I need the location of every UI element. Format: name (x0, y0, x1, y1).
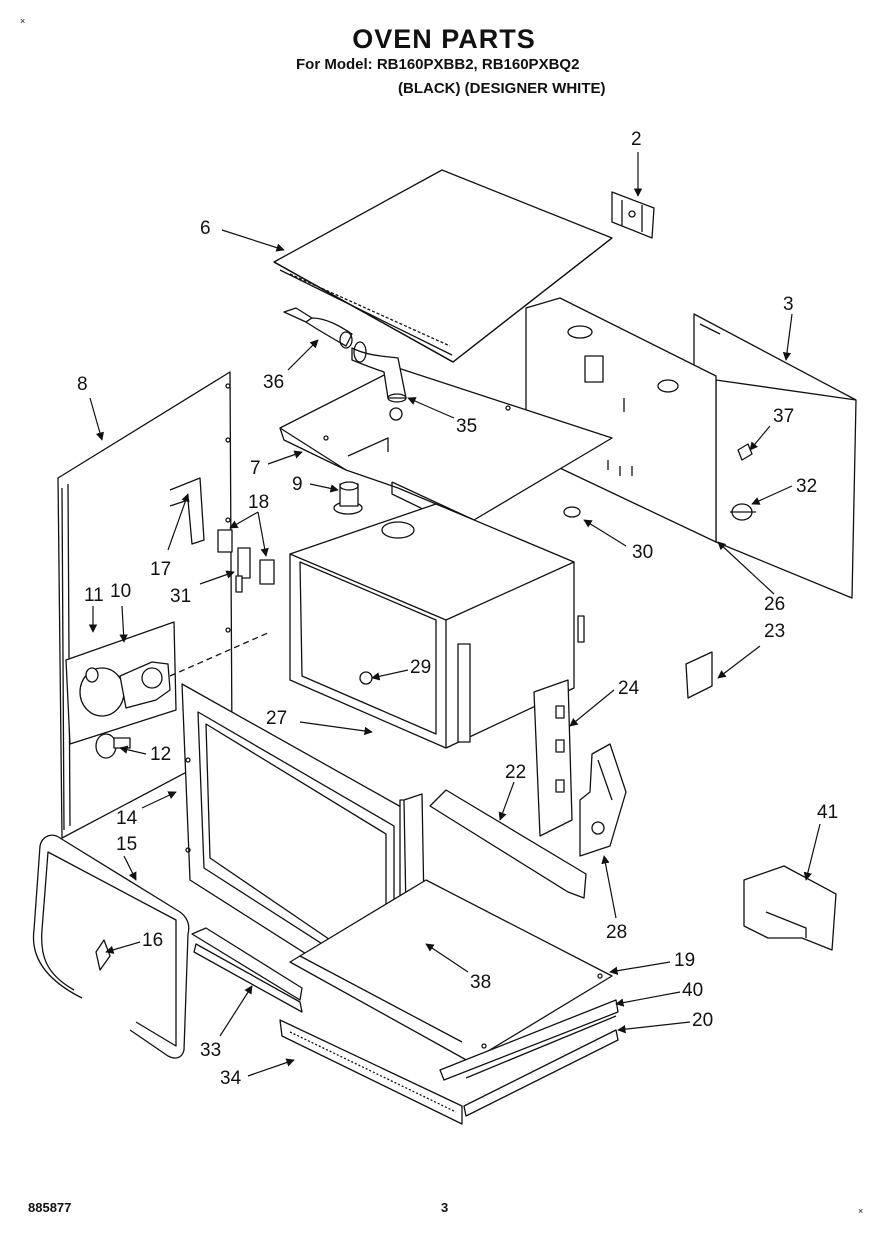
part-light-lens (85, 667, 99, 683)
callout-labels: 2 6 3 36 35 37 8 7 9 32 18 30 17 31 26 1… (77, 129, 838, 1089)
callout-7: 7 (250, 458, 261, 479)
callout-33: 33 (200, 1040, 221, 1061)
diagram-title: OVEN PARTS (352, 24, 536, 54)
part-light-assembly (65, 621, 271, 745)
callout-15: 15 (116, 834, 137, 855)
color-line: (BLACK) (DESIGNER WHITE) (398, 80, 606, 97)
part-rear-cover (743, 865, 837, 951)
part-oven-liner (289, 503, 585, 749)
callout-22: 22 (505, 762, 526, 783)
callout-35: 35 (456, 416, 477, 437)
part-base-plate (439, 999, 619, 1081)
part-sensor (333, 481, 363, 515)
callout-37: 37 (773, 406, 794, 427)
leader-lines (88, 152, 821, 1077)
callout-26: 26 (764, 594, 785, 615)
callout-19: 19 (674, 950, 695, 971)
callout-34: 34 (220, 1068, 242, 1089)
part-kick-plate (279, 1019, 463, 1125)
part-vent-duct-36 (283, 307, 353, 349)
part-switch-31 (235, 547, 251, 593)
part-front-vent (191, 927, 303, 1013)
callout-10: 10 (110, 581, 131, 602)
callout-23: 23 (764, 621, 785, 642)
part-bottom-strip (463, 1029, 619, 1117)
callout-36: 36 (263, 372, 284, 393)
part-side-rail (429, 789, 587, 899)
part-clip-37 (737, 443, 753, 461)
callout-41: 41 (817, 802, 838, 823)
callout-3: 3 (783, 294, 794, 315)
callout-17: 17 (150, 559, 171, 580)
callout-12: 12 (150, 744, 171, 765)
part-top-panel (273, 169, 613, 363)
part-clip (95, 939, 111, 971)
callout-16: 16 (142, 930, 163, 951)
callout-24: 24 (618, 678, 640, 699)
corner-mark-bottom: × (858, 1206, 864, 1216)
part-small-bracket (685, 651, 713, 699)
part-plug-30 (563, 506, 581, 518)
callout-29: 29 (410, 657, 431, 678)
part-sensor-32 (730, 503, 756, 521)
callout-31: 31 (170, 586, 191, 607)
part-switch-18 (217, 529, 275, 585)
callout-9: 9 (292, 474, 303, 495)
callout-14: 14 (116, 808, 138, 829)
callout-27: 27 (266, 708, 287, 729)
callout-6: 6 (200, 218, 211, 239)
callout-18: 18 (248, 492, 269, 513)
part-door-gasket (32, 834, 190, 1059)
document-code: 885877 (28, 1200, 72, 1215)
part-vent-duct-35 (351, 341, 407, 403)
part-hinge (579, 743, 627, 857)
part-rear-panel (693, 313, 857, 599)
callout-40: 40 (682, 980, 703, 1001)
callout-2: 2 (631, 129, 642, 150)
callout-11: 11 (84, 585, 104, 606)
callout-32: 32 (796, 476, 817, 497)
callout-38: 38 (470, 972, 491, 993)
model-line: For Model: RB160PXBB2, RB160PXBQ2 (296, 56, 580, 73)
callout-28: 28 (606, 922, 627, 943)
page-number: 3 (441, 1200, 449, 1215)
part-light-bulb (95, 733, 131, 759)
part-bracket (611, 191, 655, 239)
part-hinge-receptacle (533, 679, 573, 837)
callout-30: 30 (632, 542, 653, 563)
callout-20: 20 (692, 1010, 713, 1031)
corner-mark-top: × (20, 16, 26, 26)
callout-8: 8 (77, 374, 88, 395)
